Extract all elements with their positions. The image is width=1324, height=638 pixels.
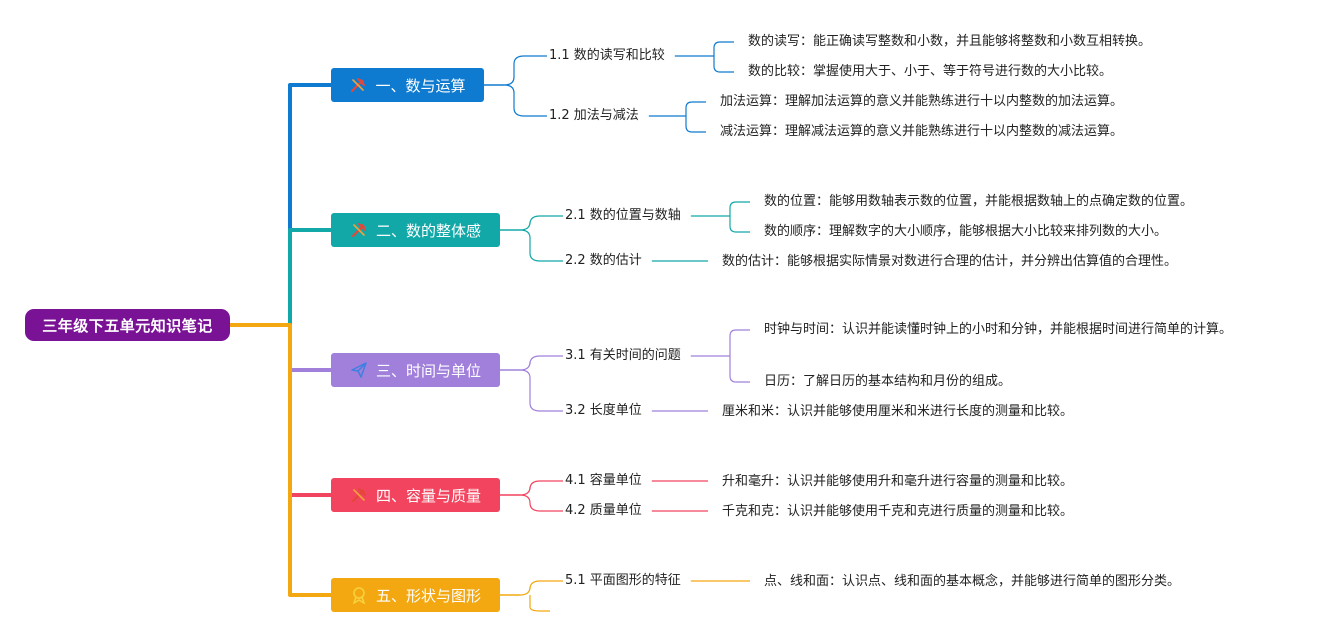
leaf-line — [713, 41, 734, 56]
badge-icon — [350, 586, 368, 605]
subtopic-4-2[interactable]: 4.2 质量单位 — [565, 503, 642, 518]
leaf-note[interactable]: 厘米和米：认识并能够使用厘米和米进行长度的测量和比较。 — [722, 404, 1074, 419]
leaf-line — [685, 116, 706, 133]
leaf-note[interactable]: 数的估计：能够根据实际情景对数进行合理的估计，并分辨出估算值的合理性。 — [722, 254, 1178, 269]
topic-capacity-and-mass[interactable]: 四、容量与质量 — [331, 478, 500, 512]
subtopic-3-1[interactable]: 3.1 有关时间的问题 — [565, 348, 681, 363]
tools-icon — [350, 486, 368, 504]
branch-stub — [529, 595, 550, 612]
leaf-line — [729, 356, 750, 383]
leaf-note[interactable]: 加法运算：理解加法运算的意义并能熟练进行十以内整数的加法运算。 — [720, 94, 1124, 109]
topic-label: 五、形状与图形 — [375, 586, 481, 605]
leaf-line — [729, 201, 750, 216]
leaf-note[interactable]: 数的读写：能正确读写整数和小数，并且能够将整数和小数互相转换。 — [748, 34, 1152, 49]
topic-shapes-and-figures[interactable]: 五、形状与图形 — [331, 578, 500, 612]
branch-line — [503, 55, 547, 86]
trunk-line — [230, 323, 331, 372]
leaf-note[interactable]: 数的顺序：理解数字的大小顺序，能够根据大小比较来排列数的大小。 — [764, 224, 1168, 239]
paper-plane-icon — [350, 361, 368, 379]
leaf-line — [713, 56, 734, 73]
topic-label: 三、时间与单位 — [375, 361, 481, 380]
subtopic-1-1[interactable]: 1.1 数的读写和比较 — [549, 48, 665, 63]
subtopic-2-1[interactable]: 2.1 数的位置与数轴 — [565, 208, 681, 223]
trunk-line — [230, 323, 331, 597]
topic-number-sense[interactable]: 二、数的整体感 — [331, 213, 500, 247]
topic-label: 四、容量与质量 — [375, 486, 481, 505]
subtopic-5-1[interactable]: 5.1 平面图形的特征 — [565, 573, 681, 588]
leaf-note[interactable]: 减法运算：理解减法运算的意义并能熟练进行十以内整数的减法运算。 — [720, 124, 1124, 139]
branch-line — [519, 355, 563, 371]
topic-label: 二、数的整体感 — [375, 221, 481, 240]
topic-label: 一、数与运算 — [375, 76, 466, 95]
tools-icon — [350, 221, 368, 239]
branch-line — [519, 480, 563, 496]
branch-line — [519, 215, 563, 231]
leaf-note[interactable]: 千克和克：认识并能够使用千克和克进行质量的测量和比较。 — [722, 504, 1074, 519]
branch-line — [519, 229, 563, 262]
branch-line — [519, 494, 563, 512]
trunk-line — [230, 83, 331, 327]
leaf-note[interactable]: 数的位置：能够用数轴表示数的位置，并能根据数轴上的点确定数的位置。 — [764, 194, 1194, 209]
subtopic-1-2[interactable]: 1.2 加法与减法 — [549, 108, 639, 123]
leaf-note[interactable]: 时钟与时间：认识并能读懂时钟上的小时和分钟，并能根据时间进行简单的计算。 — [764, 322, 1233, 337]
trunk-line — [230, 228, 331, 327]
leaf-line — [729, 329, 750, 356]
tools-icon — [349, 76, 367, 94]
leaf-note[interactable]: 日历：了解日历的基本结构和月份的组成。 — [764, 374, 1012, 389]
subtopic-4-1[interactable]: 4.1 容量单位 — [565, 473, 642, 488]
leaf-note[interactable]: 数的比较：掌握使用大于、小于、等于符号进行数的大小比较。 — [748, 64, 1113, 79]
topic-number-and-operation[interactable]: 一、数与运算 — [331, 68, 484, 102]
trunk-line — [230, 323, 331, 497]
leaf-line — [729, 216, 750, 233]
topic-time-and-units[interactable]: 三、时间与单位 — [331, 353, 500, 387]
branch-line — [519, 580, 563, 596]
subtopic-3-2[interactable]: 3.2 长度单位 — [565, 403, 642, 418]
branch-line — [503, 84, 547, 117]
leaf-line — [685, 101, 706, 116]
branch-line — [519, 369, 563, 412]
leaf-note[interactable]: 升和毫升：认识并能够使用升和毫升进行容量的测量和比较。 — [722, 474, 1074, 489]
root-topic[interactable]: 三年级下五单元知识笔记 — [25, 309, 230, 341]
subtopic-2-2[interactable]: 2.2 数的估计 — [565, 253, 642, 268]
leaf-note[interactable]: 点、线和面：认识点、线和面的基本概念，并能够进行简单的图形分类。 — [764, 574, 1181, 589]
